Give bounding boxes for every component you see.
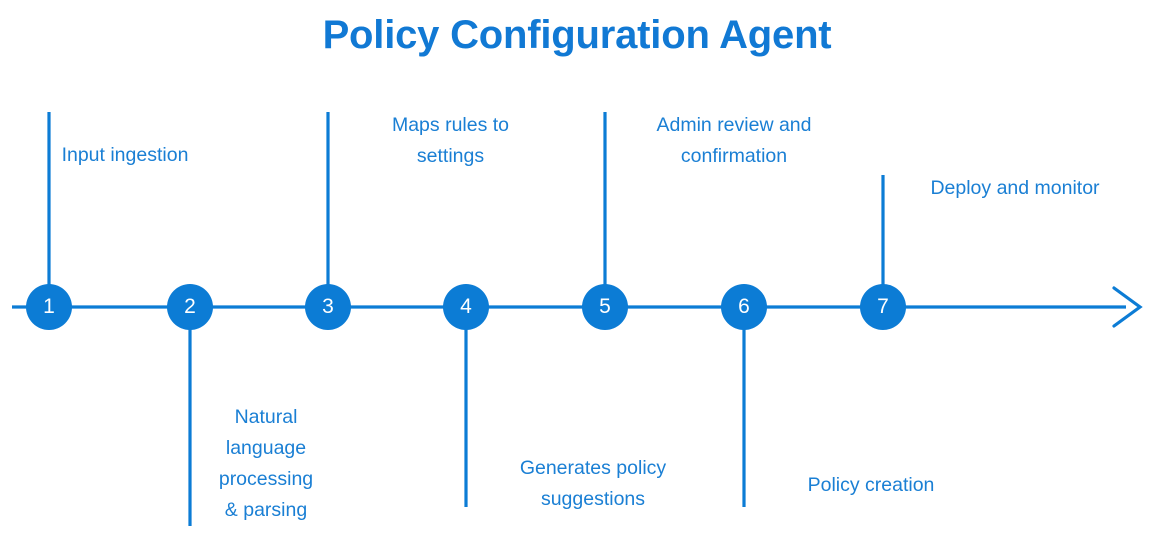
- step-label-4: Generates policy suggestions: [519, 457, 667, 510]
- timeline-node-3[interactable]: [305, 284, 351, 330]
- timeline-node-2[interactable]: [167, 284, 213, 330]
- step-label-6: Policy creation: [807, 474, 935, 496]
- timeline-node-5[interactable]: [582, 284, 628, 330]
- timeline-node-4[interactable]: [443, 284, 489, 330]
- step-label-3: Maps rules to settings: [391, 114, 510, 167]
- timeline-nodes-group: [26, 284, 906, 330]
- step-label-1: Input ingestion: [61, 144, 189, 166]
- timeline-node-7[interactable]: [860, 284, 906, 330]
- timeline-node-1[interactable]: [26, 284, 72, 330]
- step-label-2: Natural language processing & parsing: [218, 406, 314, 521]
- step-label-7: Deploy and monitor: [930, 177, 1100, 199]
- step-label-5: Admin review and confirmation: [656, 114, 812, 167]
- page-title: Policy Configuration Agent: [322, 13, 832, 57]
- right-arrow-icon: [1112, 286, 1143, 328]
- timeline-node-6[interactable]: [721, 284, 767, 330]
